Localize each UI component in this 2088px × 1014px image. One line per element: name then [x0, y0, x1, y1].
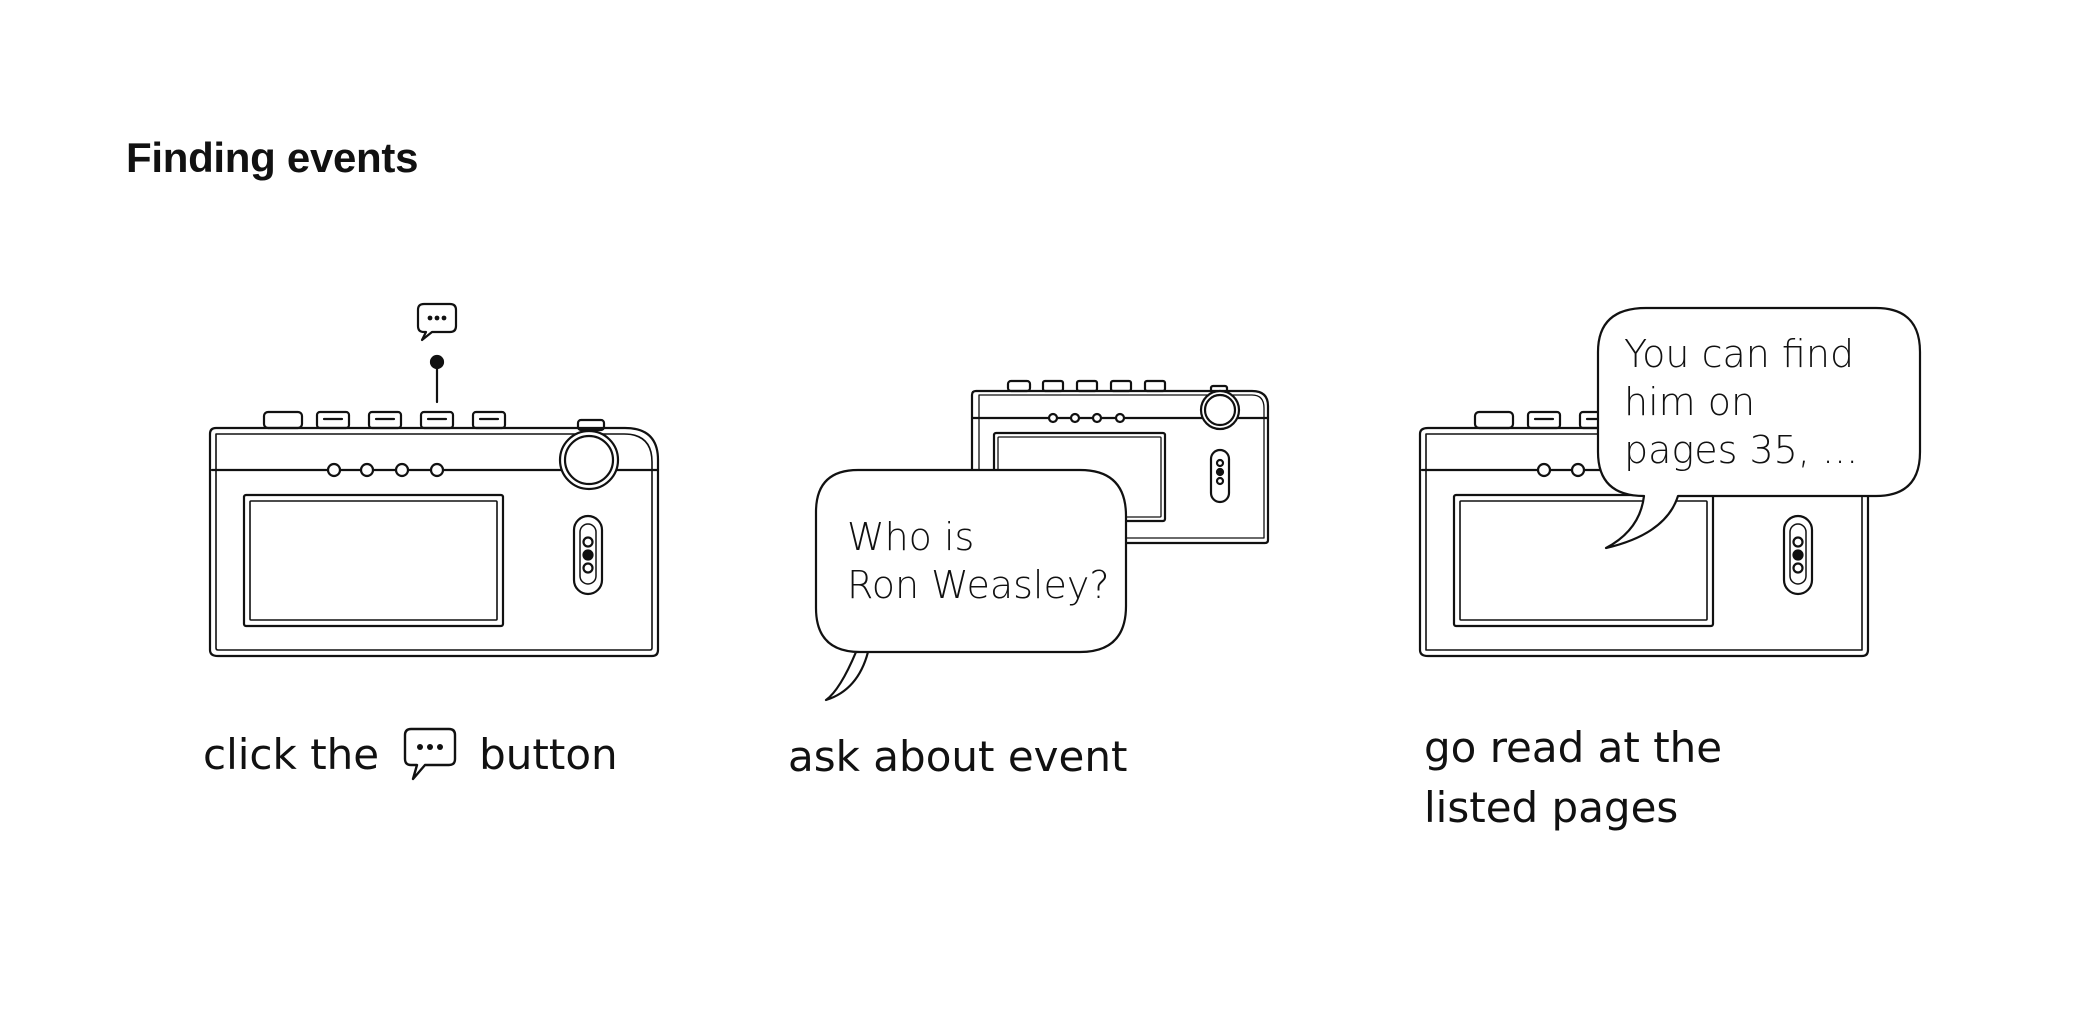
- question-line-1: Who is: [847, 515, 975, 559]
- answer-bubble: [1596, 306, 1922, 550]
- answer-line-1: You can find: [1624, 332, 1855, 376]
- diagram-title: Finding events: [126, 134, 419, 181]
- step-1-caption: click the button: [203, 725, 618, 787]
- answer-line-2: him on: [1624, 380, 1756, 424]
- question-bubble-text: Who is Ron Weasley?: [847, 513, 1110, 609]
- step-3-caption: go read at the listed pages: [1424, 718, 1844, 838]
- answer-line-3: pages 35, ...: [1624, 428, 1859, 472]
- callout-dot: [429, 354, 445, 370]
- step-2-caption: ask about event: [788, 732, 1128, 781]
- device-3-illustration: [1418, 306, 1922, 658]
- device-2-illustration: [814, 379, 1270, 702]
- question-bubble: [814, 468, 1128, 702]
- answer-bubble-text: You can find him on pages 35, ...: [1624, 330, 1858, 474]
- speech-bubble-icon: [416, 302, 458, 342]
- step-3-caption-line-2: listed pages: [1424, 783, 1679, 832]
- step-1-caption-after: button: [479, 730, 618, 779]
- speech-bubble-icon: [403, 727, 457, 780]
- device-1-illustration: [208, 302, 660, 658]
- step-1-caption-before: click the: [203, 730, 380, 779]
- question-line-2: Ron Weasley?: [847, 563, 1110, 607]
- step-3-caption-line-1: go read at the: [1424, 723, 1723, 772]
